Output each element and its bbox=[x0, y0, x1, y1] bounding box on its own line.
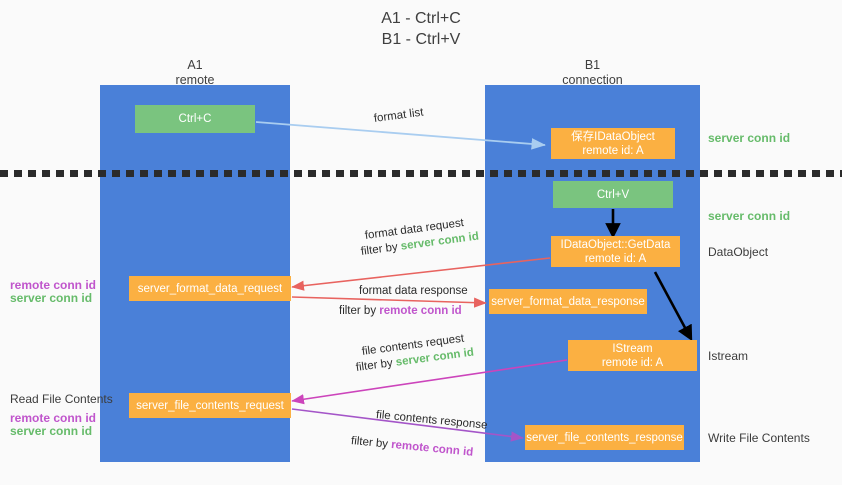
edge-label-filter-by-remote-conn-id-1: filter by remote conn id bbox=[339, 304, 462, 319]
node-idataobject-getdata-line2: remote id: A bbox=[584, 252, 647, 265]
phase-divider bbox=[0, 170, 842, 177]
node-istream[interactable]: IStream remote id: A bbox=[568, 340, 697, 371]
node-server-format-data-response-label: server_format_data_response bbox=[491, 295, 645, 308]
filter-by-prefix-2: filter by bbox=[339, 305, 380, 317]
node-ctrl-c-label: Ctrl+C bbox=[178, 113, 212, 125]
edge-label-filter-by-remote-conn-id-2: filter by remote conn id bbox=[350, 434, 474, 461]
filter-by-value-2: remote conn id bbox=[379, 305, 462, 317]
right-label-istream: Istream bbox=[708, 349, 749, 363]
lane-header-a1: A1 remote bbox=[100, 58, 290, 88]
node-idataobject-getdata[interactable]: IDataObject::GetData remote id: A bbox=[551, 236, 680, 267]
lane-header-b1-name: B1 bbox=[584, 58, 601, 72]
lane-header-a1-sub: remote bbox=[175, 73, 215, 87]
node-server-file-contents-response-label: server_file_contents_response bbox=[526, 431, 683, 444]
title-line-2: B1 - Ctrl+V bbox=[381, 31, 461, 48]
node-ctrl-v-label: Ctrl+V bbox=[596, 188, 630, 201]
node-server-file-contents-response[interactable]: server_file_contents_response bbox=[525, 425, 684, 450]
node-save-idataobject[interactable]: 保存IDataObject remote id: A bbox=[551, 128, 675, 159]
node-server-file-contents-request[interactable]: server_file_contents_request bbox=[129, 393, 291, 418]
edge-label-file-contents-response: file contents response bbox=[375, 409, 488, 432]
node-server-format-data-request-label: server_format_data_request bbox=[137, 282, 283, 295]
lane-header-b1: B1 connection bbox=[485, 58, 700, 88]
diagram-title: A1 - Ctrl+C B1 - Ctrl+V bbox=[0, 8, 842, 50]
right-label-server-conn-id-2: server conn id bbox=[708, 209, 791, 223]
edge-label-format-list: format list bbox=[373, 106, 425, 125]
node-ctrl-c[interactable]: Ctrl+C bbox=[135, 105, 255, 133]
node-idataobject-getdata-line1: IDataObject::GetData bbox=[560, 238, 671, 251]
filter-by-prefix-4: filter by bbox=[350, 435, 392, 451]
node-save-idataobject-line2: remote id: A bbox=[582, 144, 644, 157]
title-line-1: A1 - Ctrl+C bbox=[381, 10, 461, 27]
right-label-server-conn-id-1: server conn id bbox=[708, 131, 791, 145]
lane-header-a1-name: A1 bbox=[187, 58, 203, 72]
filter-by-value-4: remote conn id bbox=[390, 438, 474, 459]
left-label-remote-conn-id-1: remote conn id bbox=[10, 278, 97, 292]
node-server-format-data-response[interactable]: server_format_data_response bbox=[489, 289, 647, 314]
lane-header-b1-sub: connection bbox=[562, 73, 623, 87]
node-server-format-data-request[interactable]: server_format_data_request bbox=[129, 276, 291, 301]
node-istream-line1: IStream bbox=[612, 342, 653, 355]
node-ctrl-v[interactable]: Ctrl+V bbox=[553, 181, 673, 208]
node-server-file-contents-request-label: server_file_contents_request bbox=[136, 399, 284, 412]
filter-by-prefix-1: filter by bbox=[360, 240, 402, 258]
right-label-dataobject: DataObject bbox=[708, 245, 769, 259]
left-label-read-file-contents: Read File Contents bbox=[10, 392, 113, 406]
edge-label-format-data-response: format data response bbox=[359, 285, 468, 297]
node-save-idataobject-line1: 保存IDataObject bbox=[571, 130, 655, 143]
filter-by-prefix-3: filter by bbox=[355, 356, 397, 374]
node-istream-line2: remote id: A bbox=[601, 356, 664, 369]
left-label-server-conn-id-2: server conn id bbox=[10, 424, 93, 438]
left-label-server-conn-id-1: server conn id bbox=[10, 291, 93, 305]
right-label-write-file-contents: Write File Contents bbox=[708, 431, 810, 445]
left-label-remote-conn-id-2: remote conn id bbox=[10, 411, 97, 425]
